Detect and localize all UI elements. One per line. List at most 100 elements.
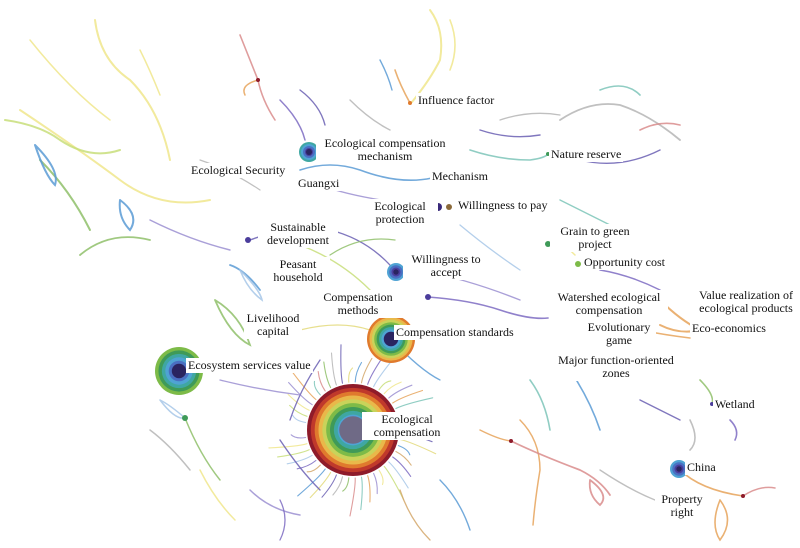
- node-ecosystem-green: [182, 415, 188, 421]
- link-curve: [699, 379, 714, 405]
- link-curve: [529, 379, 551, 431]
- fan-link: [288, 381, 313, 406]
- link-curve: [139, 49, 161, 96]
- link-curve: [499, 112, 561, 121]
- fan-link: [383, 465, 405, 501]
- link-curve: [349, 99, 391, 131]
- label-china: China: [685, 460, 718, 475]
- link-curve: [214, 299, 252, 347]
- link-curve: [599, 469, 656, 501]
- label-value-realization: Value realization of ecological products: [690, 288, 800, 316]
- link-curve: [279, 499, 286, 541]
- link-curve: [427, 296, 549, 320]
- node-red-2: [509, 439, 513, 443]
- fan-link: [268, 443, 308, 449]
- link-curve: [729, 419, 738, 441]
- link-curve: [279, 439, 321, 491]
- link-curve: [469, 149, 549, 161]
- fan-link: [348, 367, 354, 383]
- link-curve: [34, 144, 57, 187]
- fan-link: [313, 380, 321, 396]
- link-curve: [479, 429, 512, 442]
- label-ecological-security: Ecological Security: [189, 163, 288, 178]
- link-curve: [299, 164, 433, 182]
- fan-link: [397, 445, 411, 456]
- link-curve: [329, 238, 396, 256]
- label-eco-economics: Eco-economics: [690, 321, 768, 336]
- node-red-1: [256, 78, 260, 82]
- fan-link: [395, 397, 434, 410]
- fan-link: [290, 434, 307, 439]
- link-curve: [599, 85, 641, 96]
- fan-link: [354, 361, 363, 383]
- fan-link: [323, 361, 332, 389]
- label-grain-to-green-project: Grain to green project: [550, 224, 640, 252]
- fan-link: [373, 472, 378, 495]
- fan-link: [287, 393, 310, 411]
- link-curve: [394, 69, 411, 104]
- fan-link: [306, 464, 321, 473]
- link-curve: [149, 429, 191, 471]
- fan-link: [292, 414, 307, 424]
- link-curve: [219, 379, 301, 396]
- label-opportunity-cost: Opportunity cost: [582, 255, 667, 270]
- fan-link: [392, 389, 424, 404]
- label-influence-factor: Influence factor: [416, 93, 497, 108]
- link-curve: [588, 479, 605, 507]
- link-curve: [279, 99, 306, 141]
- link-curve: [149, 219, 231, 251]
- label-peasant-household: Peasant household: [266, 257, 330, 285]
- link-curve: [249, 489, 301, 516]
- fan-link: [297, 468, 326, 497]
- node-ecological-compensation-mechanism: [299, 142, 319, 162]
- label-willingness-to-accept: Willingness to accept: [403, 252, 489, 280]
- link-curve: [229, 264, 261, 291]
- fan-link: [395, 450, 412, 466]
- fan-link: [342, 477, 350, 492]
- link-curve: [411, 9, 443, 103]
- link-curve: [510, 440, 611, 496]
- node-compensation-target: [425, 294, 431, 300]
- link-curve: [299, 244, 371, 291]
- fan-link: [378, 469, 384, 486]
- label-ecological-protection: Ecological protection: [362, 199, 438, 227]
- label-compensation-methods: Compensation methods: [312, 290, 404, 318]
- link-curve: [559, 103, 681, 141]
- label-nature-reserve: Nature reserve: [549, 147, 624, 162]
- label-ecosystem-services-value: Ecosystem services value: [186, 358, 313, 373]
- link-curve: [19, 109, 211, 204]
- fan-link: [332, 476, 344, 496]
- label-ecological-compensation: Ecological compensation: [362, 412, 452, 440]
- link-curve: [399, 489, 431, 541]
- link-curve: [239, 34, 276, 121]
- link-curve: [479, 129, 541, 138]
- link-curve: [689, 419, 696, 451]
- link-curve: [94, 19, 171, 161]
- ring-core: [306, 149, 312, 155]
- fan-link: [286, 454, 313, 465]
- link-curve: [239, 269, 264, 302]
- fan-link: [309, 471, 332, 499]
- node-china: [670, 460, 688, 478]
- link-curve: [159, 399, 187, 419]
- link-curve: [599, 269, 661, 291]
- link-curve: [449, 19, 456, 71]
- fan-link: [330, 352, 337, 386]
- fan-link: [277, 449, 310, 458]
- link-curve: [519, 419, 541, 526]
- link-curve: [714, 499, 729, 542]
- fan-link: [388, 384, 413, 399]
- fan-link: [388, 461, 409, 489]
- fan-link: [317, 371, 326, 392]
- label-property-right: Property right: [655, 492, 709, 520]
- link-curve: [379, 59, 393, 91]
- link-curve: [439, 479, 471, 531]
- node-sustainable-development: [245, 237, 251, 243]
- link-curve: [289, 359, 321, 421]
- link-curve: [299, 324, 371, 331]
- link-curve: [299, 89, 326, 126]
- ring-core: [339, 416, 367, 444]
- link-curve: [118, 199, 135, 232]
- link-curve: [639, 122, 681, 131]
